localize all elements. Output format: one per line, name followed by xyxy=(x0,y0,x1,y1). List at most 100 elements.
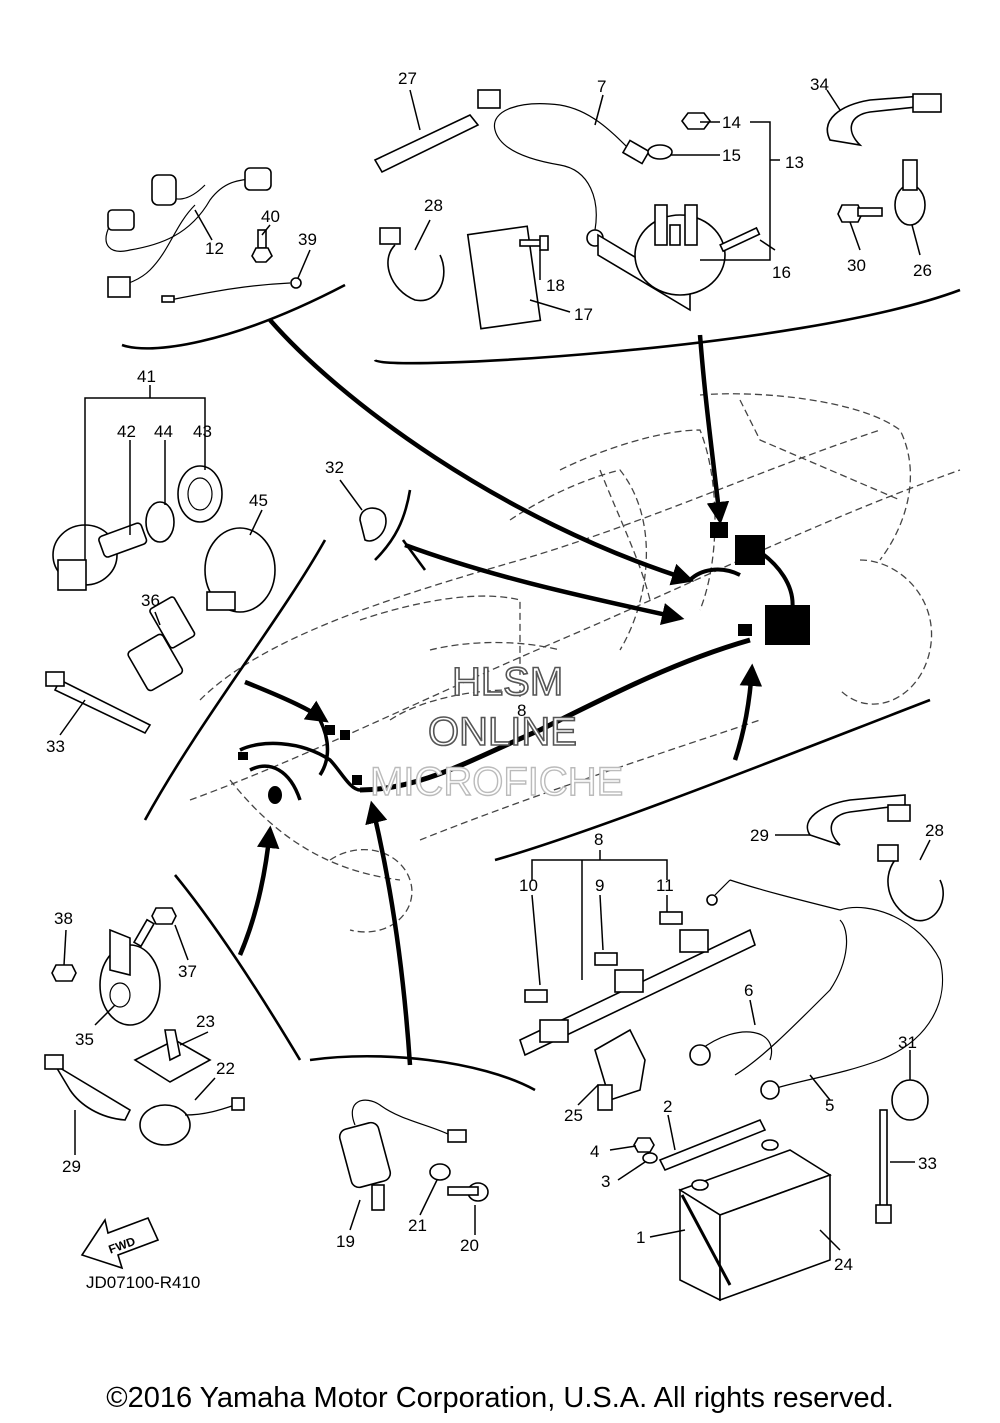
part-21-washer xyxy=(429,1163,451,1181)
part-26-holder xyxy=(894,159,926,226)
part-17-relay xyxy=(466,225,542,330)
part-29-band-left xyxy=(44,1054,132,1121)
callout-1: 1 xyxy=(636,1228,645,1247)
part-45-switch-housing xyxy=(204,527,276,613)
watermark: HLSM ONLINE MICROFICHE xyxy=(369,659,624,805)
part-2-battery-bracket xyxy=(658,1118,767,1172)
panel-borders xyxy=(121,283,961,1092)
fwd-arrow: FWD xyxy=(80,1216,160,1270)
callout-33-right: 33 xyxy=(918,1154,937,1173)
callout-14: 14 xyxy=(722,113,741,132)
copyright-notice: ©2016 Yamaha Motor Corporation, U.S.A. A… xyxy=(106,1382,894,1414)
callout-28: 28 xyxy=(424,196,443,215)
callout-30: 30 xyxy=(847,256,866,275)
parts-diagram: FWD xyxy=(44,69,961,1302)
callout-5: 5 xyxy=(825,1096,834,1115)
callout-34: 34 xyxy=(810,75,829,94)
part-44-ring xyxy=(145,501,175,543)
callout-36: 36 xyxy=(141,591,160,610)
part-25-holder xyxy=(594,1028,646,1111)
part-28-clamp-right xyxy=(877,844,944,922)
callout-45: 45 xyxy=(249,491,268,510)
part-36-switch xyxy=(127,596,196,692)
part-7-lead-cable xyxy=(493,103,651,247)
part-33-cable-tie-left xyxy=(45,671,152,735)
part-3-washer xyxy=(642,1152,658,1164)
callout-25: 25 xyxy=(564,1106,583,1125)
part-8-harness-connectors xyxy=(519,911,756,1057)
callout-13: 13 xyxy=(785,153,804,172)
callout-24: 24 xyxy=(834,1255,853,1274)
part-30-bolt xyxy=(837,204,883,223)
leader-arrows xyxy=(237,318,763,1066)
callout-33-left: 33 xyxy=(46,737,65,756)
callout-28-right: 28 xyxy=(925,821,944,840)
callout-leaders xyxy=(59,89,931,1251)
part-38-nut xyxy=(51,964,77,982)
part-19-switch xyxy=(338,1099,467,1211)
part-15-washer xyxy=(647,144,673,160)
callout-2: 2 xyxy=(663,1097,672,1116)
part-16-screw xyxy=(719,226,761,253)
callout-39: 39 xyxy=(298,230,317,249)
part-1-battery-rod xyxy=(680,1194,732,1286)
callout-20: 20 xyxy=(460,1236,479,1255)
callout-35: 35 xyxy=(75,1030,94,1049)
part-34-band xyxy=(826,93,942,147)
doc-id: JD07100-R410 xyxy=(86,1273,200,1292)
callout-40: 40 xyxy=(261,207,280,226)
callout-labels: 27 7 14 15 13 1 6 18 17 28 34 26 30 12 40… xyxy=(46,69,944,1274)
part-14-nut xyxy=(681,112,711,130)
callout-22: 22 xyxy=(216,1059,235,1078)
part-28-clamp xyxy=(379,227,445,302)
part-33-cable-tie-right xyxy=(875,1109,892,1224)
part-31-grommet xyxy=(891,1079,929,1121)
callout-18: 18 xyxy=(546,276,565,295)
main-wire-harness xyxy=(238,522,810,804)
callout-29-right: 29 xyxy=(750,826,769,845)
watermark-line-3: MICROFICHE xyxy=(370,760,623,804)
callout-44: 44 xyxy=(154,422,173,441)
part-18-screw xyxy=(519,235,549,251)
callout-29-left: 29 xyxy=(62,1157,81,1176)
part-24-battery xyxy=(678,1139,832,1302)
part-39-ground-lead xyxy=(161,277,302,303)
callout-11: 11 xyxy=(656,876,674,895)
callout-42: 42 xyxy=(117,422,136,441)
callout-37: 37 xyxy=(178,962,197,981)
callout-15: 15 xyxy=(722,146,741,165)
callout-38: 38 xyxy=(54,909,73,928)
callout-10: 10 xyxy=(519,876,538,895)
callout-41: 41 xyxy=(137,367,156,386)
callout-26: 26 xyxy=(913,261,932,280)
watermark-line-1: HLSM xyxy=(452,660,563,704)
callout-43: 43 xyxy=(193,422,212,441)
golf-cart-outline xyxy=(189,393,961,933)
part-4-nut xyxy=(633,1137,655,1153)
part-5-cable xyxy=(706,879,944,1100)
callout-21: 21 xyxy=(408,1216,427,1235)
part-12-sub-harness xyxy=(105,167,272,298)
part-22-sensor xyxy=(139,1097,245,1146)
callout-19: 19 xyxy=(336,1232,355,1251)
callout-23: 23 xyxy=(196,1012,215,1031)
callout-27: 27 xyxy=(398,69,417,88)
callout-6: 6 xyxy=(744,981,753,1000)
part-20-bolt xyxy=(447,1182,489,1202)
part-13-starter-relay xyxy=(597,204,726,312)
part-27-cable-tie xyxy=(373,89,501,174)
callout-31: 31 xyxy=(898,1033,917,1052)
callout-9: 9 xyxy=(595,876,604,895)
part-37-bolt xyxy=(132,907,177,948)
callout-32: 32 xyxy=(325,458,344,477)
part-29-band-right xyxy=(806,794,911,846)
callout-3: 3 xyxy=(601,1172,610,1191)
part-43-bezel xyxy=(177,465,223,523)
part-6-cable xyxy=(689,919,848,1076)
callout-12: 12 xyxy=(205,239,224,258)
watermark-line-2: ONLINE xyxy=(428,710,577,754)
callout-4: 4 xyxy=(590,1142,599,1161)
callout-17: 17 xyxy=(574,305,593,324)
callout-7: 7 xyxy=(597,77,606,96)
part-23-bracket xyxy=(133,1029,212,1083)
